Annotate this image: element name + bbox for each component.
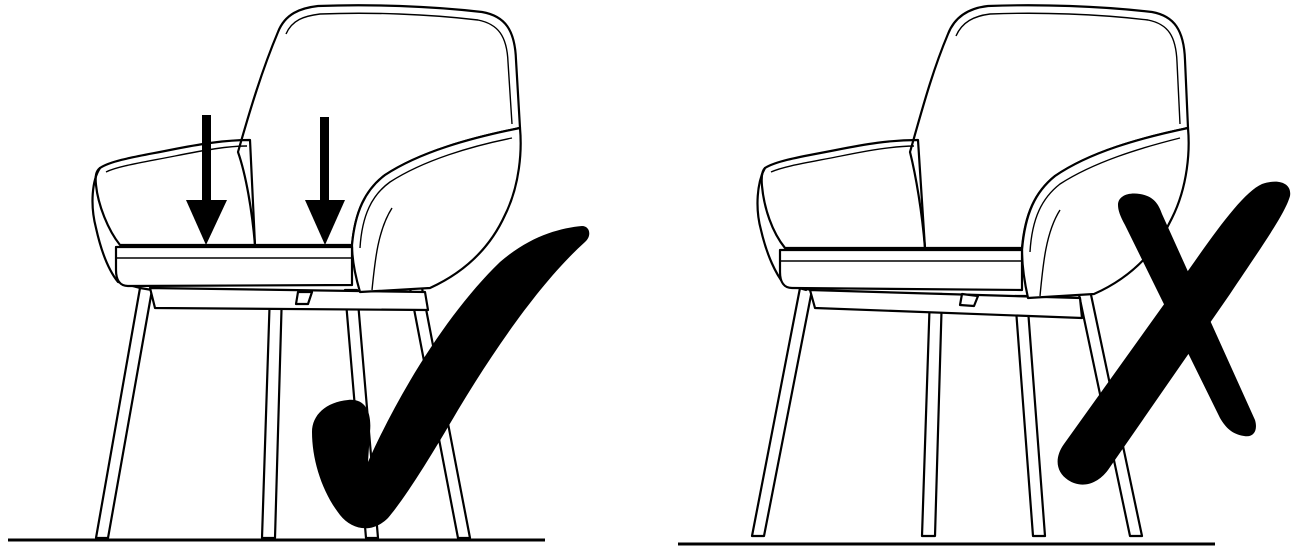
cross-mark-icon: [1057, 181, 1291, 485]
panel-incorrect: [678, 4, 1291, 546]
panel-correct: [8, 4, 590, 542]
check-mark-icon: [312, 226, 590, 529]
chair-right-arm: [350, 126, 522, 294]
arrow-down-icon: [305, 117, 345, 245]
chair-leg: [920, 292, 944, 538]
chair-incorrect: [750, 4, 1190, 538]
chair-leg: [260, 290, 284, 540]
seat-frame: [808, 288, 1084, 320]
arrow-down-icon: [186, 115, 227, 245]
chair-left-arm-front: [91, 166, 142, 290]
chair-left-arm: [760, 138, 927, 250]
chair-leg: [1013, 294, 1047, 538]
chair-leg: [750, 286, 814, 538]
chair-seat: [114, 245, 354, 288]
seat-bracket: [294, 290, 314, 306]
chair-leg: [94, 286, 154, 540]
chair-seat: [778, 248, 1024, 292]
chair-correct: [91, 4, 522, 540]
seat-frame: [148, 286, 430, 312]
chair-left-arm-front: [756, 166, 808, 292]
seat-bracket: [958, 292, 980, 308]
